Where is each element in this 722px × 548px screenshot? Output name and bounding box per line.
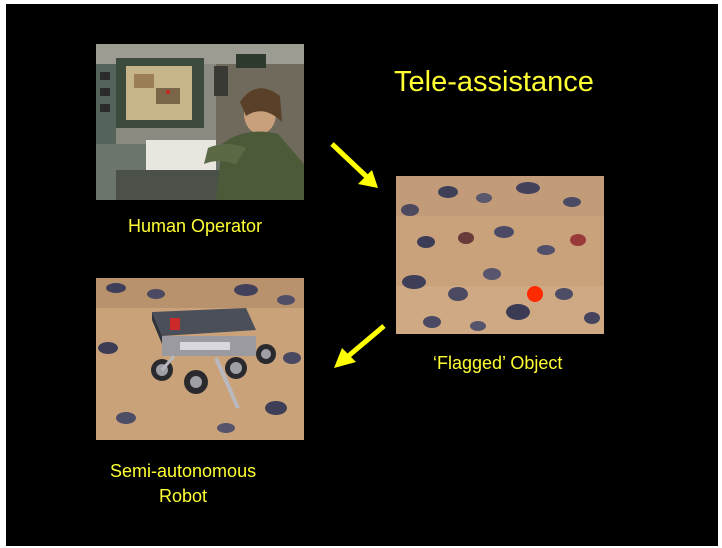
slide: Tele-assistance xyxy=(6,4,718,546)
caption-flagged-object: ‘Flagged’ Object xyxy=(433,353,563,373)
caption-robot-line2: Robot xyxy=(159,486,208,506)
flag-marker xyxy=(527,286,543,302)
arrow-down-right-icon xyxy=(330,142,378,188)
robot-photo xyxy=(96,278,304,440)
human-operator-photo xyxy=(96,44,304,200)
flagged-object-photo xyxy=(396,176,604,334)
caption-robot-line1: Semi-autonomous xyxy=(110,461,257,481)
caption-robot: Semi-autonomous Robot xyxy=(110,459,256,509)
caption-human-operator: Human Operator xyxy=(128,216,263,236)
arrow-down-left-icon xyxy=(334,324,386,368)
slide-title: Tele-assistance xyxy=(394,66,594,98)
